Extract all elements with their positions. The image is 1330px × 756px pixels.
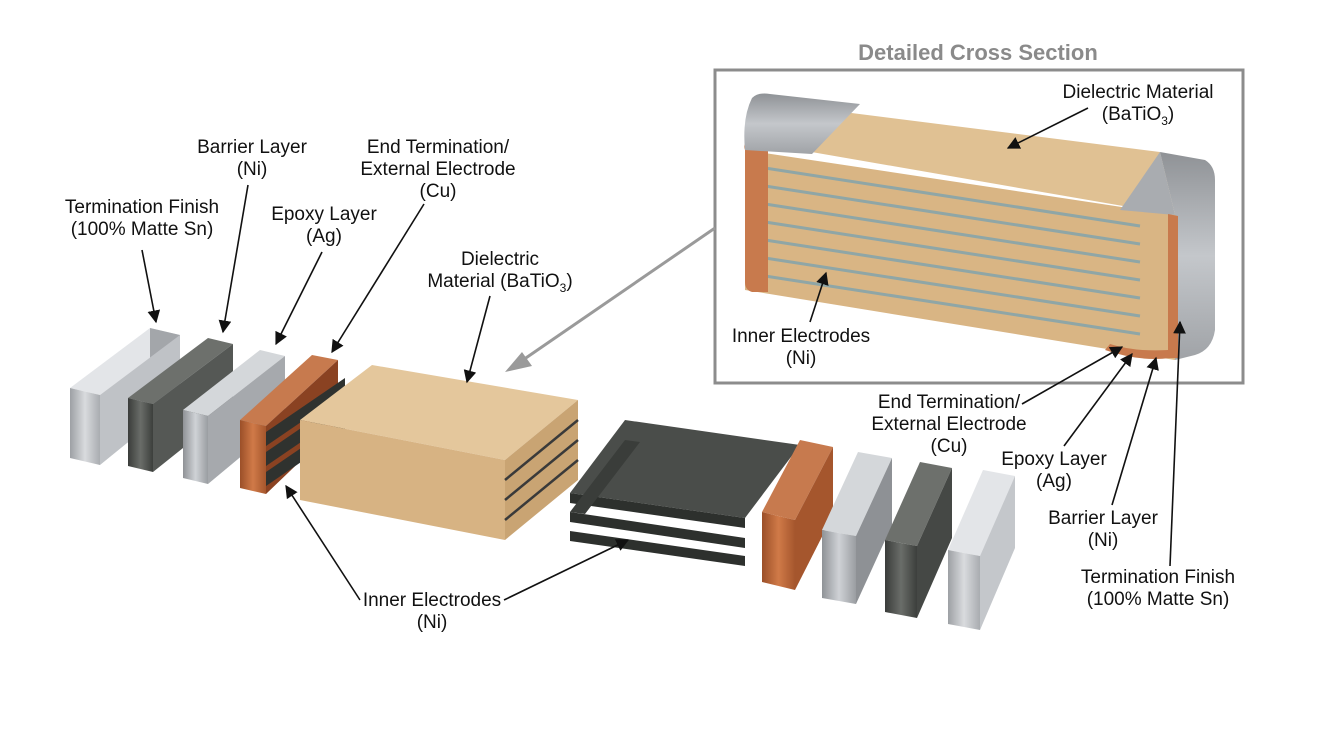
svg-text:End Termination/: End Termination/ xyxy=(367,137,510,158)
detail-right-copper xyxy=(1168,214,1178,358)
label-epoxy-layer-left: Epoxy Layer (Ag) xyxy=(271,204,377,247)
right-epoxy-layer-block xyxy=(822,452,892,604)
svg-text:(Ni): (Ni) xyxy=(1088,530,1119,551)
svg-text:(Ag): (Ag) xyxy=(1036,471,1072,492)
svg-text:(100% Matte Sn): (100% Matte Sn) xyxy=(71,219,214,240)
svg-text:Epoxy Layer: Epoxy Layer xyxy=(1001,449,1107,470)
svg-text:(Ni): (Ni) xyxy=(786,348,817,369)
label-epoxy-layer-detail: Epoxy Layer (Ag) xyxy=(1001,449,1107,492)
svg-text:External Electrode: External Electrode xyxy=(360,159,515,180)
label-barrier-layer-left: Barrier Layer (Ni) xyxy=(197,137,307,180)
svg-text:End Termination/: End Termination/ xyxy=(878,392,1021,413)
svg-text:Material (BaTiO3): Material (BaTiO3) xyxy=(427,271,572,295)
label-termination-finish-detail: Termination Finish (100% Matte Sn) xyxy=(1081,567,1235,610)
detail-left-copper xyxy=(744,140,768,292)
svg-text:Inner Electrodes: Inner Electrodes xyxy=(363,590,501,611)
label-inner-electrodes-left: Inner Electrodes (Ni) xyxy=(363,590,501,633)
dielectric-block xyxy=(300,365,579,540)
svg-text:(BaTiO3): (BaTiO3) xyxy=(1102,104,1174,128)
svg-text:(Ni): (Ni) xyxy=(237,159,268,180)
right-barrier-layer-block xyxy=(885,462,952,618)
label-end-termination-detail: End Termination/ External Electrode (Cu) xyxy=(871,392,1026,457)
svg-text:(100% Matte Sn): (100% Matte Sn) xyxy=(1087,589,1230,610)
cross-section-title: Detailed Cross Section xyxy=(858,40,1098,65)
label-dielectric-detail: Dielectric Material (BaTiO3) xyxy=(1063,82,1214,128)
svg-text:Inner Electrodes: Inner Electrodes xyxy=(732,326,870,347)
label-inner-electrodes-detail: Inner Electrodes (Ni) xyxy=(732,326,870,369)
right-inner-electrodes xyxy=(570,420,800,566)
svg-text:External Electrode: External Electrode xyxy=(871,414,1026,435)
svg-text:(Cu): (Cu) xyxy=(931,436,968,457)
detail-left-cap xyxy=(744,93,860,154)
detail-pointer-arrow xyxy=(505,226,716,372)
svg-text:(Ni): (Ni) xyxy=(417,612,448,633)
svg-text:Dielectric Material: Dielectric Material xyxy=(1063,82,1214,103)
detail-right-cap xyxy=(1160,152,1215,360)
right-termination-finish-block xyxy=(948,470,1015,630)
svg-text:Barrier Layer: Barrier Layer xyxy=(197,137,307,158)
svg-text:(Cu): (Cu) xyxy=(420,181,457,202)
svg-text:Dielectric: Dielectric xyxy=(461,249,539,270)
svg-text:Termination Finish: Termination Finish xyxy=(1081,567,1235,588)
label-barrier-layer-detail: Barrier Layer (Ni) xyxy=(1048,508,1158,551)
label-end-termination-left: End Termination/ External Electrode (Cu) xyxy=(360,137,515,202)
svg-text:(Ag): (Ag) xyxy=(306,226,342,247)
exploded-leader-lines xyxy=(141,184,630,601)
right-copper-termination-block xyxy=(762,440,833,590)
detail-leader-lines xyxy=(809,107,1186,567)
svg-text:Epoxy Layer: Epoxy Layer xyxy=(271,204,377,225)
svg-text:Termination Finish: Termination Finish xyxy=(65,197,219,218)
label-dielectric-left: Dielectric Material (BaTiO3) xyxy=(427,249,572,295)
svg-text:Barrier Layer: Barrier Layer xyxy=(1048,508,1158,529)
detail-capacitor xyxy=(744,93,1215,360)
cross-section-frame xyxy=(713,68,1245,385)
label-termination-finish-left: Termination Finish (100% Matte Sn) xyxy=(65,197,219,240)
